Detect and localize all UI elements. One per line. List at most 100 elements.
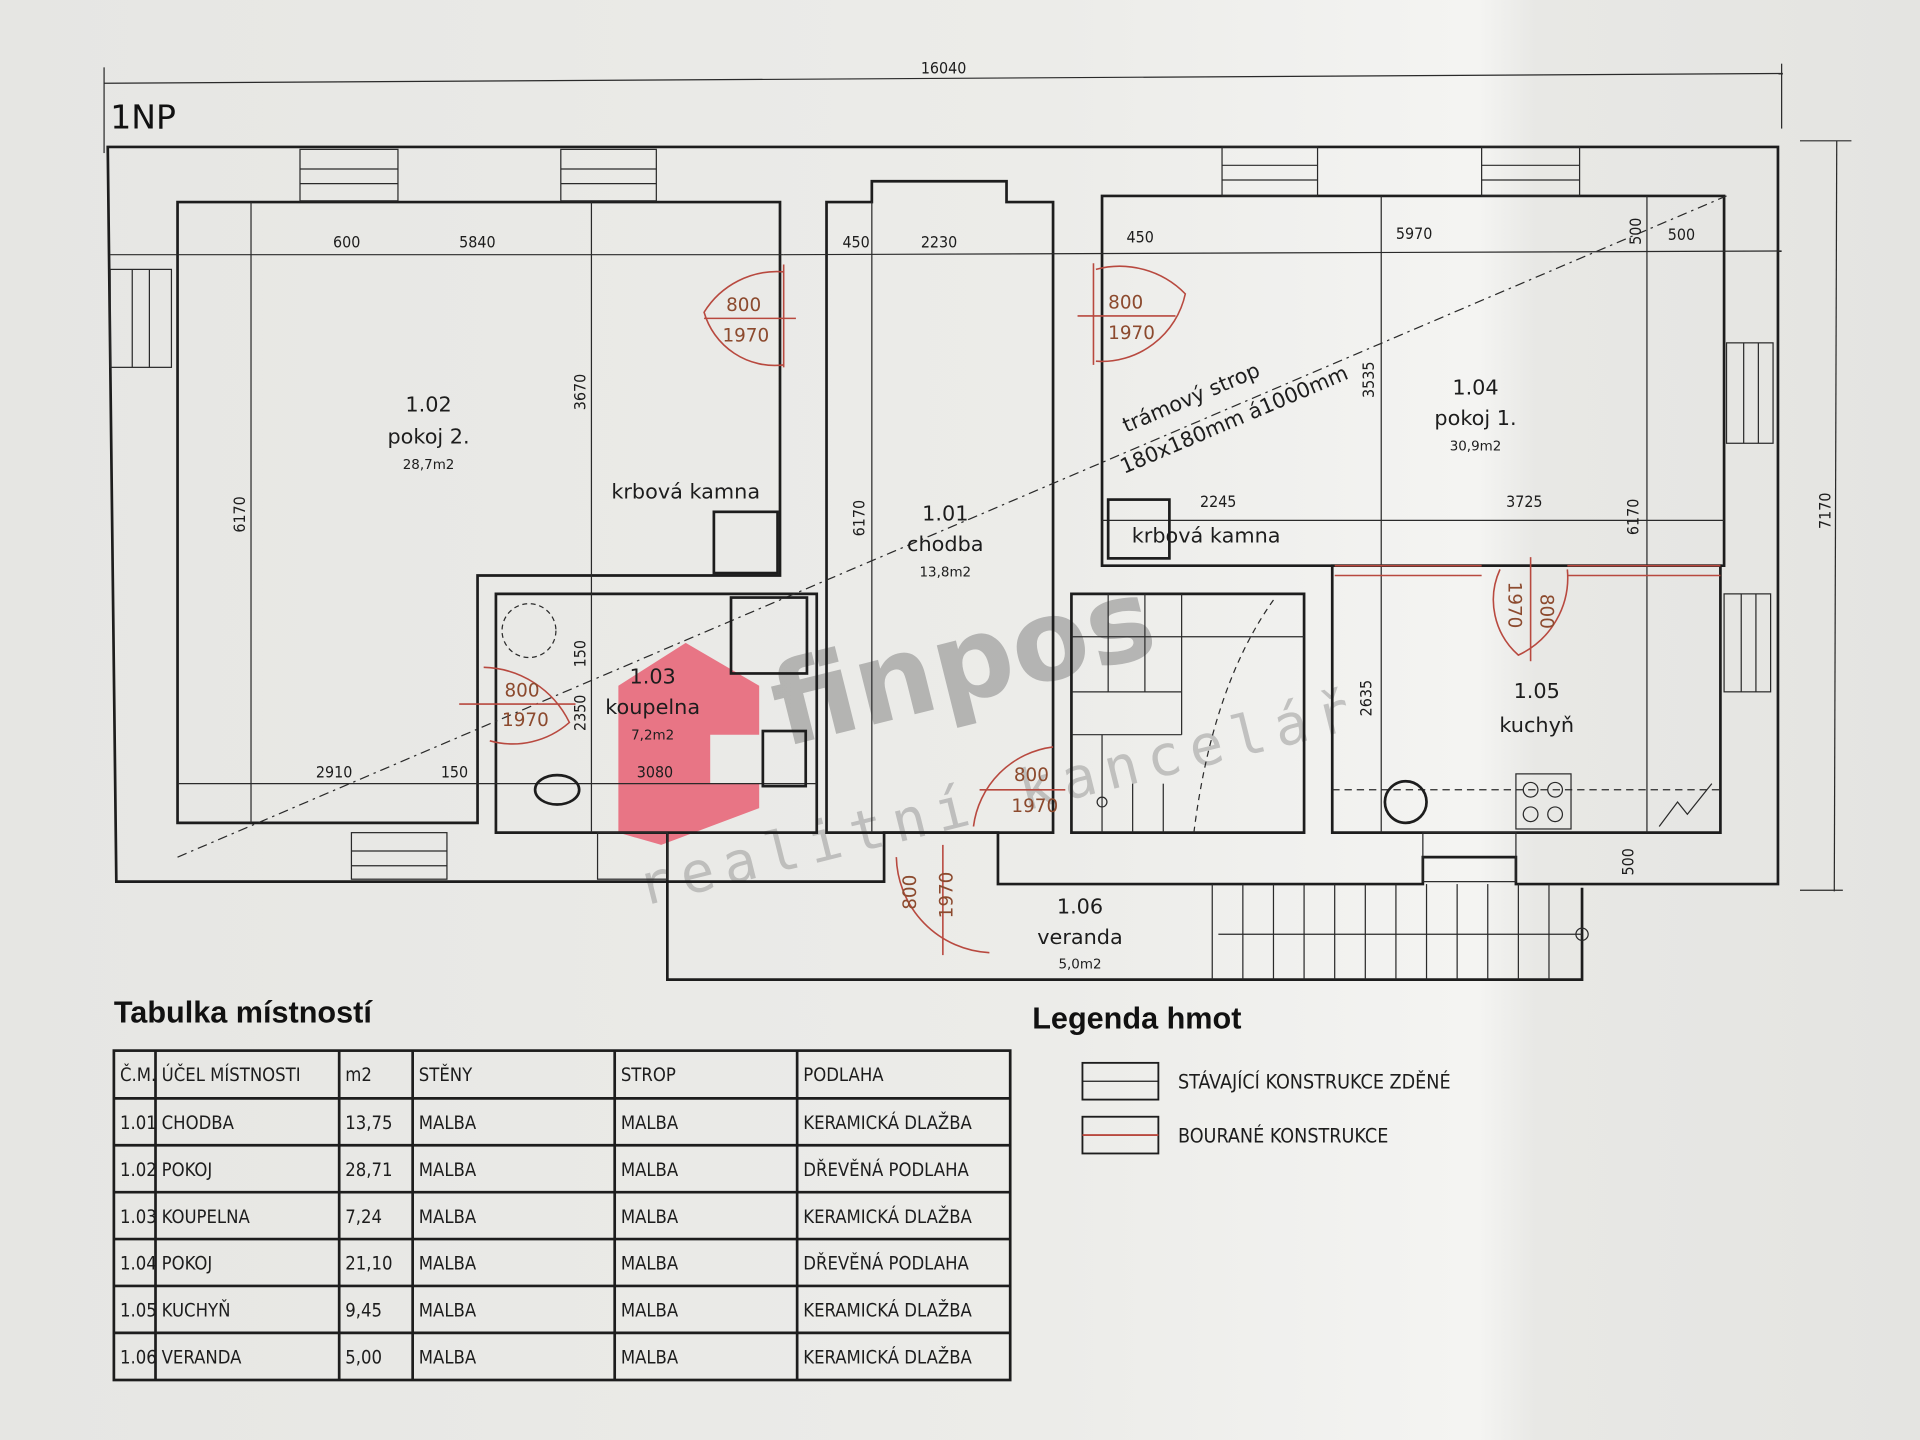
room-label-text: 1.05 (1514, 679, 1560, 703)
kitchen-sink (1383, 779, 1428, 825)
toilet (533, 773, 581, 806)
door-width: 800 (1108, 293, 1143, 314)
dimension-label: 500 (1626, 218, 1645, 245)
table-header-cell: Č.M. (120, 1064, 156, 1086)
floor-label: 1NP (110, 98, 176, 137)
dimension-label: 5840 (459, 232, 495, 251)
room-label-text: pokoj 2. (387, 424, 469, 448)
room-label-text: chodba (907, 532, 983, 556)
stove-right (1106, 498, 1171, 560)
door-height: 1970 (1108, 323, 1155, 344)
room-label-text: 1.03 (629, 664, 675, 688)
table-cell: MALBA (621, 1160, 679, 1181)
table-cell: KOUPELNA (162, 1207, 251, 1228)
sink (761, 729, 808, 788)
demolished-walls (782, 263, 1721, 577)
fixtures (501, 498, 1713, 980)
table-cell: 5,00 (345, 1347, 382, 1368)
door-height: 1970 (1011, 796, 1058, 817)
table-cell: MALBA (621, 1207, 679, 1228)
table-header-cell: STROP (621, 1065, 676, 1086)
table-cell: 1.04 (120, 1254, 157, 1275)
table-cell: 1.05 (120, 1301, 157, 1322)
table-cell: 21,10 (345, 1254, 392, 1275)
table-cell: KUCHYŇ (162, 1300, 231, 1322)
legend-item-demolished: BOURANÉ KONSTRUKCE (1081, 1115, 1388, 1155)
table-header-cell: PODLAHA (803, 1065, 884, 1086)
room-label-text: kuchyň (1499, 713, 1574, 737)
table-cell: CHODBA (162, 1113, 235, 1134)
room-label-text: pokoj 1. (1434, 406, 1516, 430)
room-label-text: 5,0m2 (1058, 958, 1101, 973)
dimension-label: 3535 (1359, 362, 1378, 398)
table-cell: KERAMICKÁ DLAŽBA (803, 1206, 972, 1228)
door-width: 800 (726, 295, 761, 316)
table-cell: MALBA (621, 1301, 679, 1322)
dimension-label: 5970 (1396, 224, 1432, 243)
dimension-label: 150 (441, 763, 468, 782)
legend: Legenda hmot STÁVAJÍCÍ KONSTRUKCE ZDĚNÉ … (1032, 1002, 1451, 1155)
table-cell: POKOJ (162, 1254, 213, 1275)
dimension-label: 6170 (849, 500, 868, 536)
dimension-lines (110, 195, 1782, 858)
table-cell: VERANDA (162, 1347, 243, 1368)
table-cell: MALBA (419, 1207, 477, 1228)
door-height: 1970 (722, 326, 769, 347)
dimension-label: 150 (570, 640, 589, 667)
dimension-label: 500 (1618, 848, 1637, 875)
dimension-label: 6170 (230, 496, 249, 532)
door-height: 1970 (1504, 582, 1525, 629)
table-cell: MALBA (419, 1301, 477, 1322)
table-cell: 1.06 (120, 1347, 157, 1368)
room-1-05: 1.05 kuchyň (1499, 679, 1574, 737)
dimension-label: 2635 (1356, 680, 1375, 716)
dimension-label: 3725 (1506, 492, 1542, 511)
beam-ceiling-line (177, 195, 1727, 858)
table-cell: MALBA (419, 1113, 477, 1134)
door-width: 800 (900, 875, 921, 910)
room-1-06: 1.06 veranda 5,0m2 (1037, 894, 1123, 972)
legend-label: STÁVAJÍCÍ KONSTRUKCE ZDĚNÉ (1178, 1071, 1451, 1094)
door-width: 800 (1535, 594, 1556, 629)
room-label-text: veranda (1037, 925, 1123, 949)
dimension-label: 3670 (570, 374, 589, 410)
table-cell: MALBA (419, 1160, 477, 1181)
table-cell: MALBA (621, 1347, 679, 1368)
shower (729, 596, 809, 675)
staircase (1071, 593, 1305, 833)
table-header-cell: ÚČEL MÍSTNOSTI (162, 1064, 301, 1086)
dimension-label: 600 (333, 232, 360, 251)
legend-title: Legenda hmot (1032, 1002, 1241, 1036)
fireplace-label: krbová kamna (1132, 523, 1281, 547)
dimension-label: 2350 (570, 695, 589, 731)
room-table: Tabulka místností Č.M. ÚČEL MÍSTNOSTI m2 ST… (112, 995, 1012, 1382)
door-width: 800 (504, 681, 539, 702)
stove-left (712, 510, 779, 575)
veranda-steps (1211, 884, 1589, 980)
room-table-title: Tabulka místností (114, 995, 373, 1029)
dimension-label: 2910 (316, 763, 352, 782)
room-label-text: 1.01 (922, 501, 968, 525)
room-label-text: 1.06 (1057, 894, 1103, 918)
table-cell: 1.02 (120, 1160, 157, 1181)
table-cell: MALBA (419, 1347, 477, 1368)
door-height: 1970 (937, 872, 958, 919)
table-cell: KERAMICKÁ DLAŽBA (803, 1300, 972, 1322)
finpos-logo-icon (618, 642, 760, 845)
dimension-label: 2245 (1200, 492, 1236, 511)
table-cell: 28,71 (345, 1160, 392, 1181)
doors: 800 1970 800 1970 800 1970 1970 800 800 … (459, 265, 1569, 956)
table-cell: KERAMICKÁ DLAŽBA (803, 1112, 972, 1134)
cooktop (1515, 773, 1572, 830)
overall-dimensions: 16040 7170 (103, 58, 1852, 892)
table-header-cell: m2 (345, 1065, 372, 1086)
overall-depth: 7170 (1816, 493, 1835, 529)
room-label-text: 28,7m2 (403, 458, 455, 473)
room-label-text: 7,2m2 (631, 729, 674, 744)
